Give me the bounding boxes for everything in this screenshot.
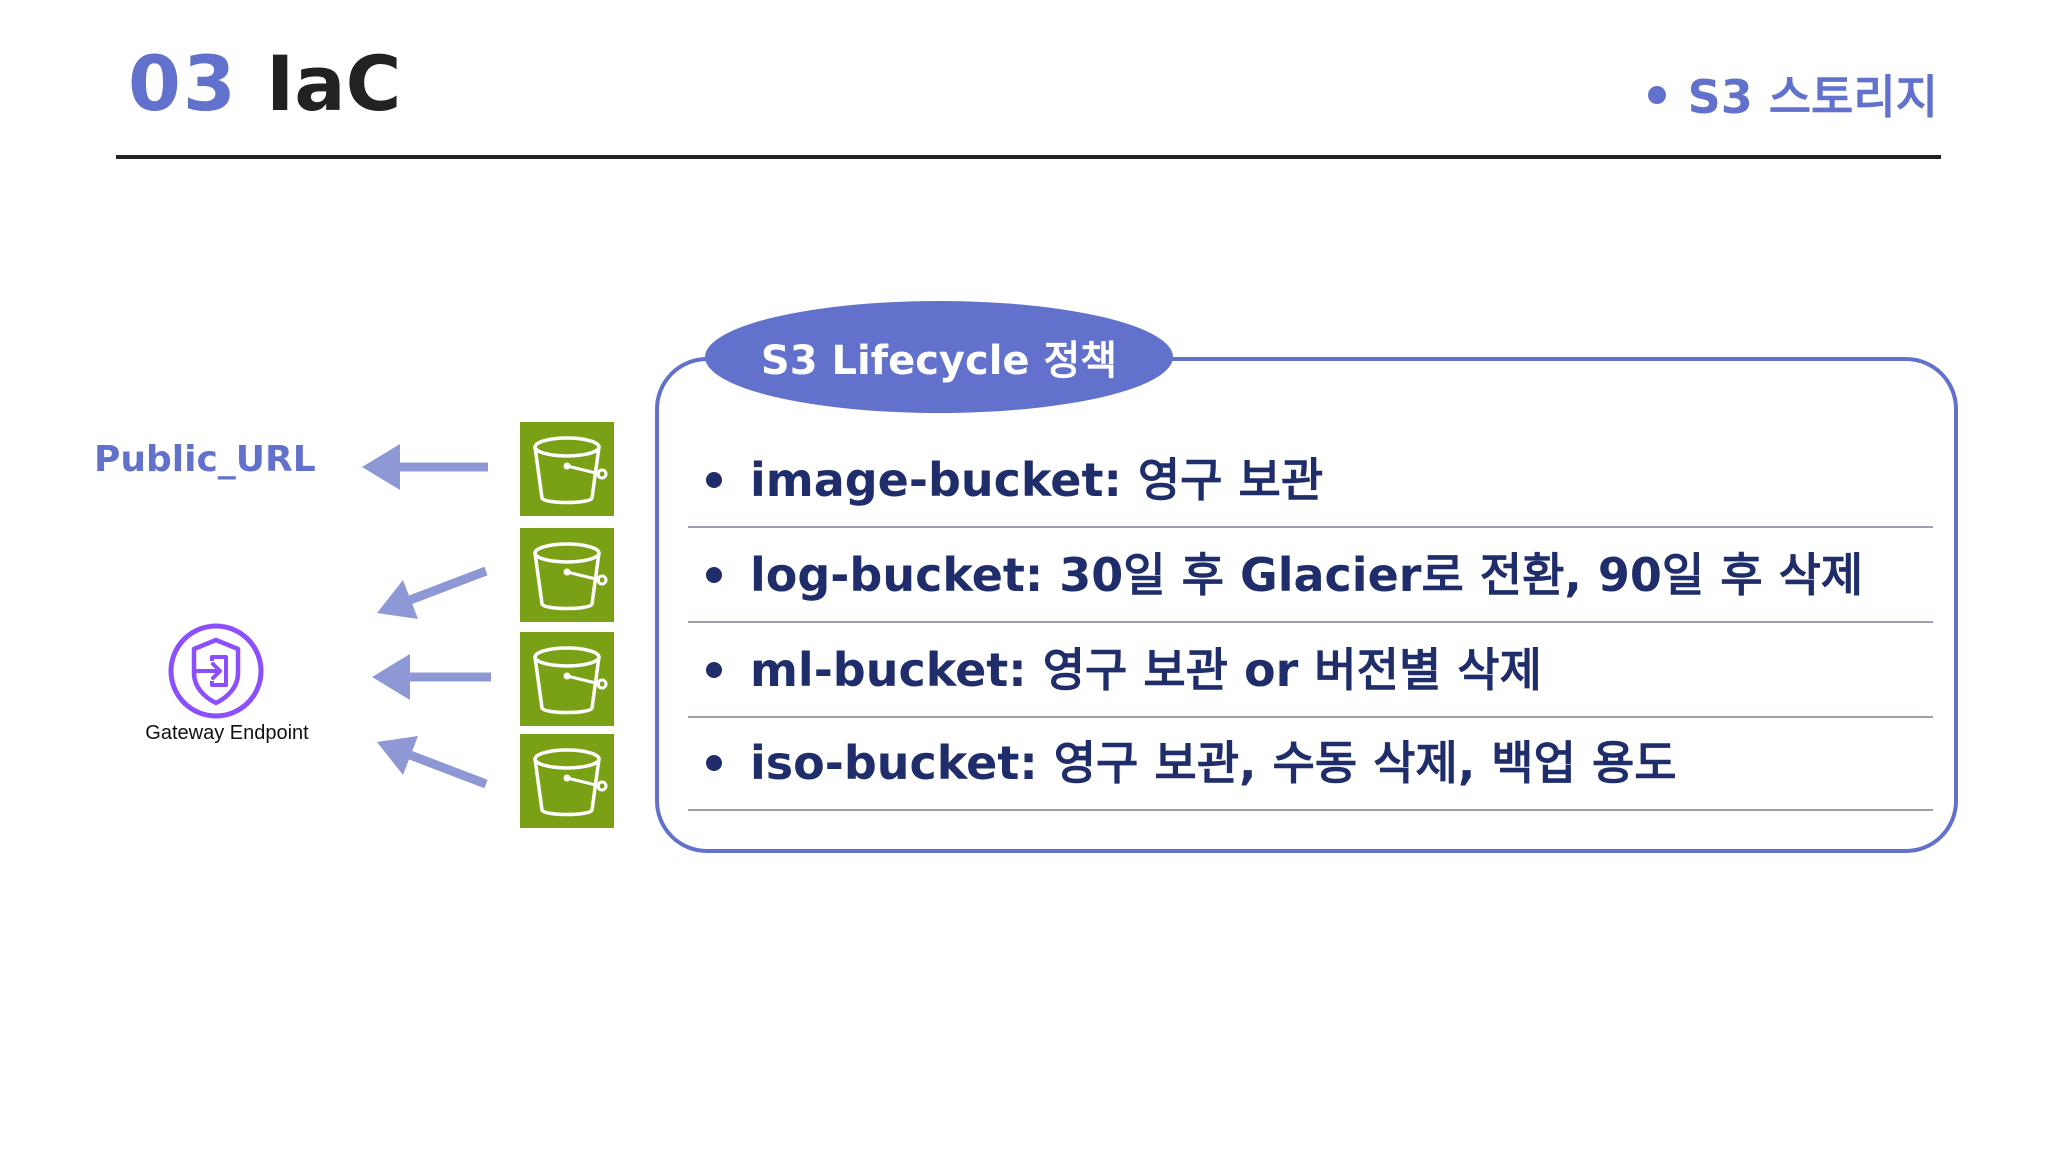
lifecycle-panel [655, 357, 1958, 853]
bullet-icon [706, 755, 722, 771]
bullet-dot-icon [1647, 85, 1666, 104]
bullet-icon [706, 567, 722, 583]
s3-bucket-icon [533, 748, 608, 817]
arrow-to-public-url [362, 444, 488, 490]
lifecycle-title-badge: S3 Lifecycle 정책 [705, 301, 1173, 413]
section-tag: S3 스토리지 [1647, 74, 1938, 120]
bullet-icon [706, 472, 722, 488]
header-divider [116, 155, 1941, 159]
arrow-to-gateway-3 [377, 736, 488, 789]
policy-text: iso-bucket: 영구 보관, 수동 삭제, 백업 용도 [750, 736, 1677, 790]
s3-bucket-log [520, 528, 614, 622]
policy-item-iso-bucket: iso-bucket: 영구 보관, 수동 삭제, 백업 용도 [688, 717, 1933, 811]
s3-bucket-icon [533, 436, 608, 505]
s3-bucket-icon [533, 542, 608, 611]
gateway-endpoint-icon [168, 623, 264, 719]
section-tag-label: S3 스토리지 [1687, 70, 1938, 124]
s3-bucket-iso [520, 734, 614, 828]
gateway-endpoint: Gateway Endpoint [132, 608, 322, 758]
arrow-to-gateway-1 [377, 566, 488, 619]
policy-item-image-bucket: image-bucket: 영구 보관 [688, 434, 1933, 528]
lifecycle-title: S3 Lifecycle 정책 [760, 338, 1118, 384]
policy-item-log-bucket: log-bucket: 30일 후 Glacier로 전환, 90일 후 삭제 [688, 529, 1933, 623]
s3-bucket-image [520, 422, 614, 516]
s3-bucket-icon [533, 646, 608, 715]
policy-text: ml-bucket: 영구 보관 or 버전별 삭제 [750, 643, 1542, 697]
arrow-to-gateway-2 [372, 654, 491, 700]
policy-text: image-bucket: 영구 보관 [750, 453, 1324, 507]
s3-bucket-ml [520, 632, 614, 726]
section-number: 03 [128, 39, 238, 128]
bullet-icon [706, 662, 722, 678]
public-url-label: Public_URL [94, 439, 316, 480]
section-title: IaC [266, 39, 402, 128]
policy-item-ml-bucket: ml-bucket: 영구 보관 or 버전별 삭제 [688, 624, 1933, 718]
gateway-endpoint-label: Gateway Endpoint [145, 722, 309, 744]
policy-text: log-bucket: 30일 후 Glacier로 전환, 90일 후 삭제 [750, 548, 1864, 602]
